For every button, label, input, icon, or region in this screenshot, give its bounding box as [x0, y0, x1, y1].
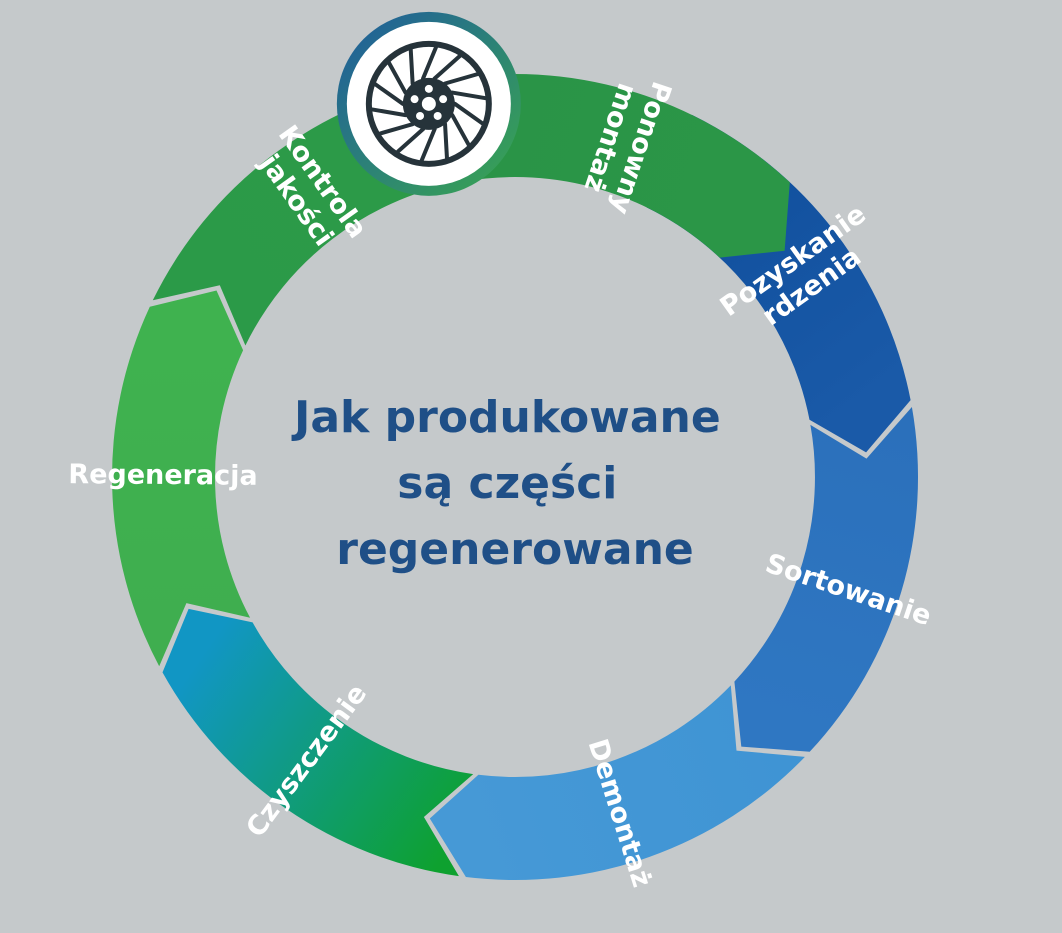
hub-icon-spoke	[421, 45, 438, 81]
title-line-1: Jak produkowane	[291, 392, 721, 443]
hub-icon-spoke	[408, 47, 415, 86]
hub-icon-spoke	[373, 82, 405, 106]
hub-icon-spoke	[450, 113, 471, 147]
title-line-3: regenerowane	[336, 524, 693, 575]
hub-icon-spoke	[387, 60, 408, 95]
step-label-5: Regeneracja	[68, 459, 258, 492]
segment-step-2	[734, 407, 919, 752]
hub-icon-spoke	[378, 122, 415, 136]
hub-icon-bolt-hole	[416, 111, 425, 120]
hub-icon-bolt-hole	[410, 95, 419, 104]
hub-icon-spoke	[443, 72, 480, 86]
hub-icon-rim	[365, 40, 492, 167]
hub-icon-bolt-hole	[433, 111, 442, 120]
hub-icon-bolt-hole	[424, 84, 433, 93]
segment-step-5	[112, 290, 251, 667]
hub-icon-spoke	[450, 90, 488, 101]
segment-step-3	[429, 685, 805, 880]
hub-icon-spoke	[395, 127, 426, 154]
hub-icon-bolt-hole	[439, 95, 448, 104]
wheel-hub-icon	[336, 11, 521, 196]
step-5-line-1: Regeneracja	[68, 459, 258, 492]
hub-icon-spoke	[432, 53, 462, 81]
hub-icon-bore	[421, 96, 436, 111]
segment-step-4	[162, 608, 474, 877]
hub-icon-spoke	[443, 122, 449, 160]
segment-step-7	[445, 73, 790, 258]
diagram-title: Jak produkowane są części regenerowane	[291, 392, 736, 575]
hub-icon-spoke	[370, 107, 408, 118]
hub-icon-spoke	[419, 127, 437, 163]
title-line-2: są części	[397, 458, 617, 509]
hub-icon-spoke	[452, 101, 485, 126]
